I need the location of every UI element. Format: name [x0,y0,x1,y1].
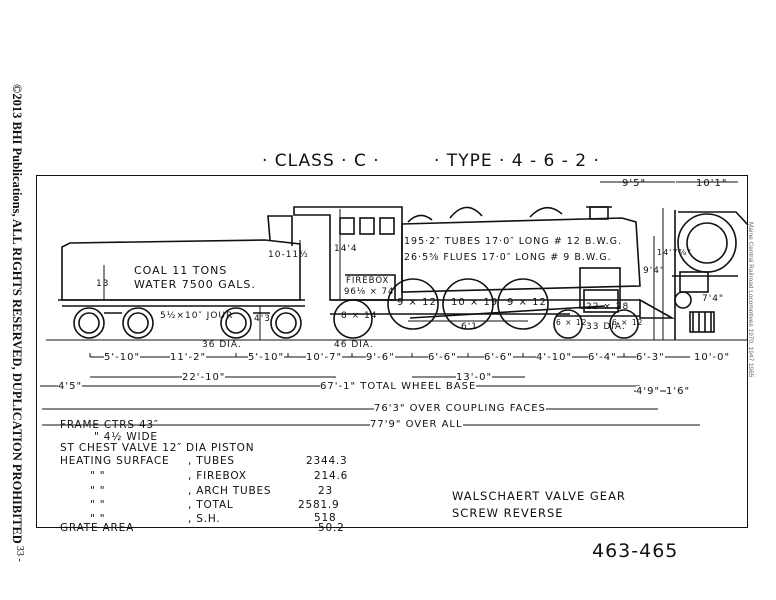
tender-journal: 5½×10″ JOUR [160,311,234,321]
trailing-wheel [333,299,373,339]
plate-number: 463-465 [592,540,679,562]
driver-3-size: 9 × 12 [507,297,547,308]
dim-1: 5'-10" [104,352,141,363]
spec-hs-label: HEATING SURFACE [60,455,170,467]
spec-grate: GRATE AREA [60,522,135,534]
lead-wheel-2 [609,309,639,339]
dim-2: 11'-2" [170,352,207,363]
reverse-gear: SCREW REVERSE [452,506,564,520]
dim-11: 10'-0" [694,352,731,363]
tender-wheel-2 [122,307,154,339]
cab-window [339,217,355,235]
spec-row-1-value: 2344.3 [306,455,348,467]
driver-3 [497,278,549,330]
lead-wheel-1 [553,309,583,339]
dim-5: 9'-6" [366,352,395,363]
class-title: · CLASS · C · [262,151,380,171]
driver-1 [387,278,439,330]
tender-water: WATER 7500 GALS. [134,278,256,291]
front-end: 10'1" [696,178,728,189]
drivers-span: 6'1 [461,322,478,332]
spec-row-2-value: 214.6 [314,470,349,482]
spec-row-4: , TOTAL [188,499,234,511]
total-wheelbase: 67'-1" TOTAL WHEEL BASE [320,381,477,392]
type-title: · TYPE · 4 - 6 - 2 · [434,151,600,171]
spec-row-4-ditto: " " [90,499,106,511]
firebox-label: FIREBOX [346,276,390,286]
front-width: 9'5" [622,178,647,189]
cab-height: 14'4 [334,244,358,254]
tender-width: 10-11½ [268,250,309,260]
boiler-flues: 26·5⅝ FLUES 17·0″ LONG # 9 B.W.G. [404,252,612,263]
dim-4: 10'-7" [306,352,343,363]
front-pilot-dim: 7'4" [702,294,725,304]
cylinder-size: 22 × 28 [586,302,630,312]
spec-row-5-ditto: " " [90,513,106,525]
spec-piston: ST CHEST VALVE 12″ DIA PISTON [60,442,255,454]
front-pilot [689,311,715,333]
tender-h2: 4'3 [254,314,271,324]
dim-3: 5'-10" [248,352,285,363]
front-height-2: 14'7⅞" [657,248,692,257]
spec-row-5-value: 518 [314,512,337,524]
over-all: 77'9" OVER ALL [370,419,463,430]
driver-2 [442,278,494,330]
left-overhang: 4'5" [58,381,83,392]
dim-10: 6'-3" [636,352,665,363]
spec-row-1: , TUBES [188,455,235,467]
dim-9: 6'-4" [588,352,617,363]
tender-wheel-dia: 36 DIA. [202,340,242,350]
tender-coal: COAL 11 TONS [134,264,228,277]
dim-8: 4'-10" [536,352,573,363]
driver-2-size: 10 × 19 [451,297,499,308]
spec-row-3: , ARCH TUBES [188,485,272,497]
tender-wheel-3 [220,307,252,339]
front-height: 9'4" [643,266,666,276]
right-end: 1'6" [666,386,691,397]
boiler-tubes: 195·2″ TUBES 17·0″ LONG # 12 B.W.G. [404,236,623,247]
spec-row-3-ditto: " " [90,485,106,497]
dim-6: 6'-6" [428,352,457,363]
tender-wheel-1 [73,307,105,339]
pilot [639,298,676,319]
right-overhang: 4'9" [636,386,661,397]
dim-7: 6'-6" [484,352,513,363]
driver-1-size: 9 × 12 [397,297,437,308]
trailer-dia: 46 DIA. [334,340,374,350]
steam-dome [449,206,483,219]
spec-frame: FRAME CTRS 43″ [60,419,159,431]
spec-row-4-value: 2581.9 [298,499,340,511]
tender-height: 13 [96,279,110,289]
tender-wheel-4 [270,307,302,339]
spec-grate-value: 50.2 [318,522,345,534]
over-coupling: 76'3" OVER COUPLING FACES [374,403,546,414]
sand-dome [529,206,563,218]
driving-wheelbase: 13'-0" [456,372,493,383]
main-rod [409,305,606,319]
spec-row-5: , S.H. [188,513,221,525]
spec-row-3-value: 23 [318,485,333,497]
smokestack [589,206,609,220]
drawing-frame [36,175,748,528]
tender-wheelbase: 22'-10" [182,372,226,383]
firebox-size: 96⅛ × 74 [344,287,395,297]
cylinder [579,267,621,309]
spec-row-2-ditto: " " [90,470,106,482]
spec-row-2: , FIREBOX [188,470,247,482]
trailer-size: 8 × 14 [341,311,378,321]
lead-1-size: 6 × 12 [556,318,588,327]
lead-2-size: 6 × 12 [612,318,644,327]
valve-gear: WALSCHAERT VALVE GEAR [452,489,626,503]
spec-frame-width: " 4½ WIDE [94,431,158,443]
lead-dia: 33 DIA. [586,322,626,332]
